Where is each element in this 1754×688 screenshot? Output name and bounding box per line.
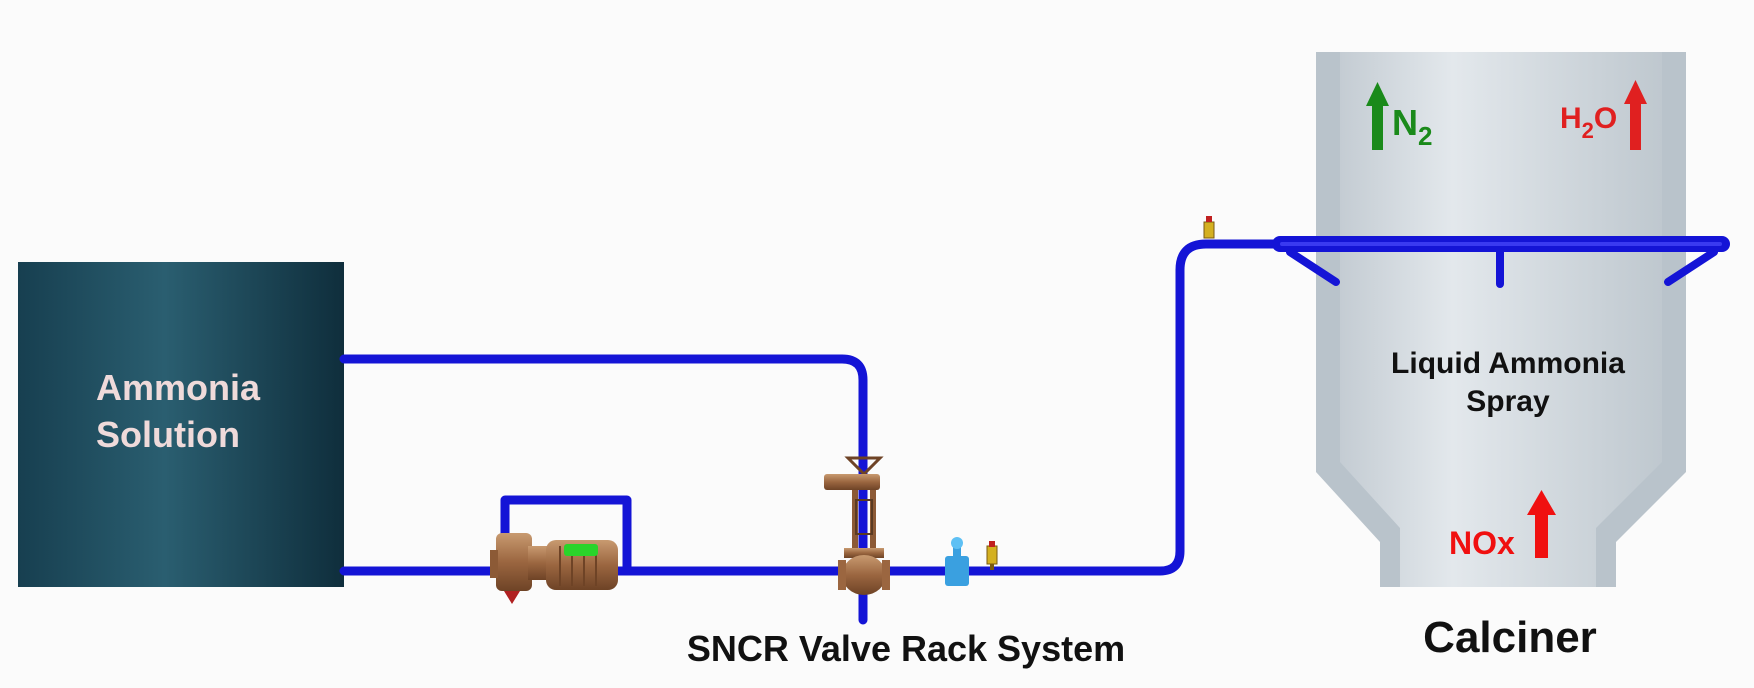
pump-icon (490, 533, 618, 604)
calciner-title: Calciner (1423, 613, 1597, 662)
nox-label: NOx (1449, 525, 1515, 561)
n2-up-arrow-icon (1366, 82, 1389, 150)
n2-label: N2 (1392, 102, 1432, 151)
return-pipe (339, 354, 868, 625)
h2o-up-arrow-icon (1624, 80, 1647, 150)
pressure-gauge-icon (986, 541, 998, 570)
spray-ring-header (1272, 236, 1730, 288)
calciner-vessel: Liquid Ammonia Spray Calciner (1316, 52, 1686, 662)
supply-pipe (339, 239, 1295, 576)
spray-label-line2: Spray (1466, 385, 1550, 418)
nox-up-arrow-icon (1527, 490, 1556, 558)
valve-rack-label: SNCR Valve Rack System (687, 628, 1125, 669)
spray-label-line1: Liquid Ammonia (1391, 347, 1625, 380)
control-valve-icon (824, 456, 890, 595)
h2o-label: H2O (1560, 102, 1617, 143)
ammonia-tank: Ammonia Solution (18, 262, 344, 587)
flowmeter-icon (945, 537, 969, 586)
pipe-network (339, 239, 1295, 625)
tank-label-line1: Ammonia (96, 367, 261, 408)
tank-label-line2: Solution (96, 414, 240, 455)
spray-nozzle-icon (1286, 248, 1718, 288)
header-pressure-gauge-icon (1203, 216, 1215, 239)
